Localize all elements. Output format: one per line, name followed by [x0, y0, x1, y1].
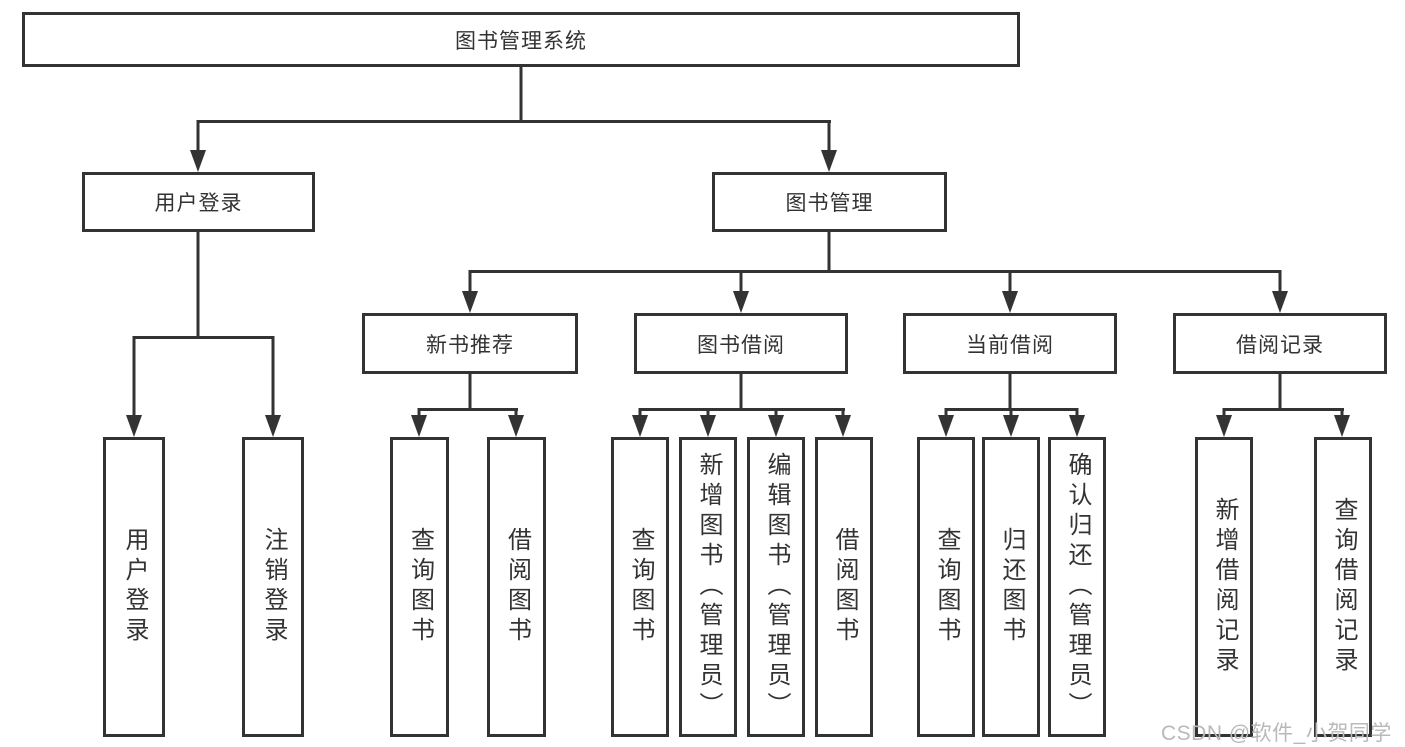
leaf-add-books-admin-label: 新增图书（管理员）	[695, 452, 722, 722]
leaf-query-books-recommend-label: 查询图书	[406, 527, 434, 647]
leaf-query-books-current-label: 查询图书	[933, 527, 960, 647]
node-root: 图书管理系统	[22, 12, 1020, 67]
connector-line	[133, 336, 274, 339]
connector-line	[1340, 408, 1344, 418]
connector-line	[1008, 270, 1012, 293]
arrow-down-icon	[126, 415, 142, 437]
connector-line	[1278, 374, 1282, 411]
connector-line	[196, 232, 200, 339]
leaf-edit-books-admin: 编辑图书（管理员）	[747, 437, 805, 737]
leaf-query-borrow-record: 查询借阅记录	[1314, 437, 1372, 737]
connector-line	[196, 120, 200, 152]
leaf-confirm-return-admin: 确认归还（管理员）	[1048, 437, 1106, 737]
leaf-query-books-borrow-label: 查询图书	[627, 527, 654, 647]
connector-line	[271, 336, 275, 417]
arrow-down-icon	[1069, 415, 1085, 437]
leaf-query-books-recommend: 查询图书	[390, 437, 449, 737]
connector-line	[468, 374, 472, 411]
arrow-down-icon	[835, 415, 851, 437]
node-borrow-records-label: 借阅记录	[1236, 333, 1324, 357]
connector-line	[197, 120, 831, 123]
connector-line	[1009, 408, 1013, 418]
connector-line	[1008, 374, 1012, 411]
connector-line	[841, 408, 845, 418]
connector-line	[418, 408, 518, 411]
arrow-down-icon	[938, 415, 954, 437]
leaf-logout-label: 注销登录	[260, 527, 287, 647]
connector-line	[514, 408, 518, 418]
arrow-down-icon	[462, 291, 478, 313]
arrow-down-icon	[1272, 291, 1288, 313]
node-current-borrow: 当前借阅	[903, 313, 1117, 374]
connector-line	[827, 120, 831, 152]
leaf-logout: 注销登录	[242, 437, 304, 737]
leaf-add-books-admin: 新增图书（管理员）	[679, 437, 737, 737]
leaf-borrow-books-recommend: 借阅图书	[487, 437, 546, 737]
leaf-borrow-books-label: 借阅图书	[831, 527, 858, 647]
connector-line	[944, 408, 948, 418]
leaf-return-books-label: 归还图书	[998, 527, 1025, 647]
connector-line	[638, 408, 642, 418]
arrow-down-icon	[1002, 291, 1018, 313]
leaf-query-books-borrow: 查询图书	[611, 437, 669, 737]
connector-line	[1222, 408, 1226, 418]
leaf-confirm-return-admin-label: 确认归还（管理员）	[1064, 452, 1091, 722]
arrow-down-icon	[265, 415, 281, 437]
connector-line	[132, 336, 136, 417]
connector-line	[1075, 408, 1079, 418]
connector-line	[417, 408, 421, 418]
arrow-down-icon	[632, 415, 648, 437]
arrow-down-icon	[411, 415, 427, 437]
connector-line	[519, 67, 523, 123]
leaf-borrow-books: 借阅图书	[815, 437, 873, 737]
arrow-down-icon	[733, 291, 749, 313]
leaf-query-borrow-record-label: 查询借阅记录	[1330, 497, 1357, 677]
connector-line	[739, 374, 743, 411]
leaf-edit-books-admin-label: 编辑图书（管理员）	[763, 452, 790, 722]
arrow-down-icon	[1216, 415, 1232, 437]
leaf-user-login: 用户登录	[103, 437, 165, 737]
connector-line	[468, 270, 472, 293]
node-book-borrow-label: 图书借阅	[697, 333, 785, 357]
leaf-borrow-books-recommend-label: 借阅图书	[503, 527, 531, 647]
arrow-down-icon	[768, 415, 784, 437]
node-root-label: 图书管理系统	[455, 29, 587, 53]
connector-line	[706, 408, 710, 418]
arrow-down-icon	[190, 150, 206, 172]
leaf-query-books-current: 查询图书	[917, 437, 975, 737]
node-book-management: 图书管理	[712, 172, 947, 232]
node-borrow-records: 借阅记录	[1173, 313, 1387, 374]
leaf-user-login-label: 用户登录	[121, 527, 148, 647]
node-new-book-recommend: 新书推荐	[362, 313, 578, 374]
arrow-down-icon	[508, 415, 524, 437]
leaf-add-borrow-record-label: 新增借阅记录	[1211, 497, 1238, 677]
connector-line	[774, 408, 778, 418]
arrow-down-icon	[821, 150, 837, 172]
node-book-borrow: 图书借阅	[634, 313, 848, 374]
connector-line	[739, 270, 743, 293]
connector-line	[469, 270, 1281, 273]
connector-line	[1278, 270, 1282, 293]
node-book-management-label: 图书管理	[785, 192, 874, 215]
node-new-book-recommend-label: 新书推荐	[426, 333, 514, 357]
arrow-down-icon	[700, 415, 716, 437]
connector-line	[827, 232, 831, 273]
node-current-borrow-label: 当前借阅	[966, 333, 1054, 357]
arrow-down-icon	[1334, 415, 1350, 437]
arrow-down-icon	[1003, 415, 1019, 437]
leaf-add-borrow-record: 新增借阅记录	[1195, 437, 1253, 737]
node-user-login: 用户登录	[82, 172, 315, 232]
connector-line	[639, 408, 845, 411]
node-user-login-label: 用户登录	[154, 192, 243, 215]
csdn-watermark: CSDN @软件_小贺同学	[1161, 722, 1392, 745]
leaf-return-books: 归还图书	[982, 437, 1040, 737]
connector-line	[1223, 408, 1344, 411]
